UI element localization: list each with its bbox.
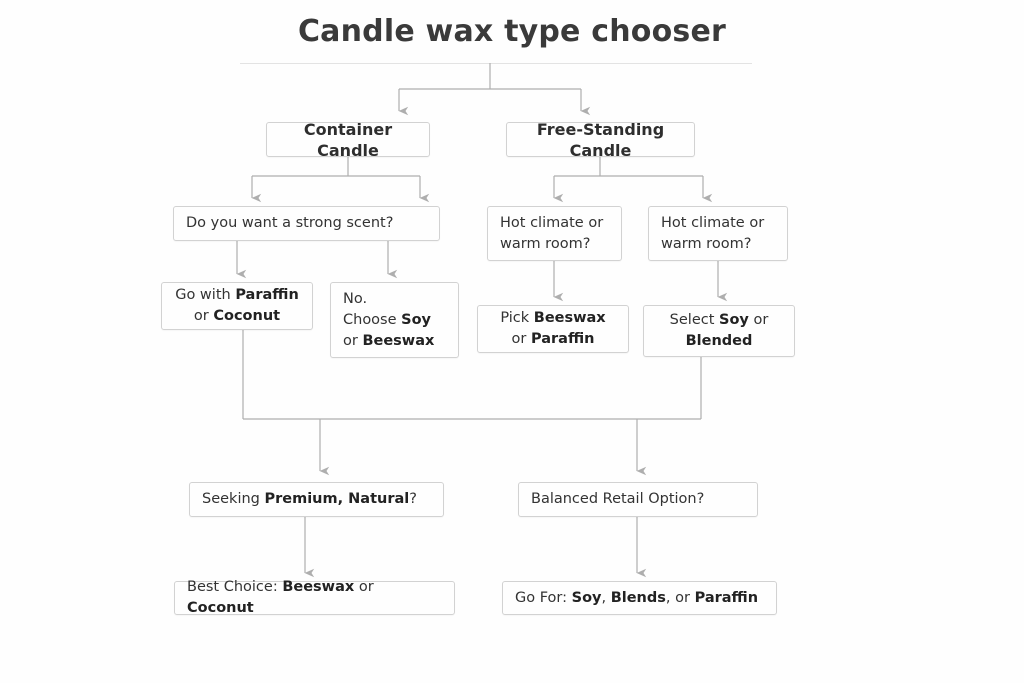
text-fragment: or [511, 331, 531, 347]
text-emphasis: Blends [610, 589, 666, 606]
text-fragment: Go For: [515, 589, 572, 606]
text-emphasis: Paraffin [694, 589, 759, 606]
node-go-for-result[interactable]: Go For: Soy, Blends, or Paraffin [502, 581, 777, 615]
node-label-line1: Pick Beeswax [500, 308, 605, 329]
text-fragment: or [343, 332, 363, 349]
node-label-line2: Choose Soy [343, 310, 431, 331]
text-emphasis: Beeswax [282, 579, 355, 595]
text-emphasis: Beeswax [533, 310, 606, 326]
node-best-choice-result[interactable]: Best Choice: Beeswax or Coconut [174, 579, 455, 616]
text-emphasis: Coconut [187, 600, 254, 616]
node-label-line1: No. [343, 290, 368, 307]
node-container-candle[interactable]: Container Candle [266, 120, 430, 160]
node-premium-natural-question[interactable]: Seeking Premium, Natural? [189, 482, 444, 517]
node-pick-beeswax-paraffin[interactable]: Pick Beeswax or Paraffin [477, 305, 629, 353]
text-fragment: or [748, 312, 769, 328]
text-emphasis: Soy [719, 312, 749, 328]
node-label-line3: or Beeswax [343, 331, 434, 352]
node-label: Container Candle [303, 119, 393, 160]
node-label-line1: Go with Paraffin [175, 285, 299, 306]
node-label-line2: or Coconut [194, 306, 280, 327]
text-emphasis: Soy [401, 311, 432, 328]
node-label: Balanced Retail Option? [531, 491, 705, 507]
node-label-line2: warm room? [661, 235, 752, 252]
text-emphasis: Premium, Natural [264, 491, 410, 507]
title-divider [240, 63, 752, 64]
node-label: Best Choice: Beeswax or Coconut [187, 577, 442, 619]
node-hot-climate-right[interactable]: Hot climate or warm room? [648, 206, 788, 261]
text-emphasis: Blended [685, 333, 753, 349]
node-label-line2: warm room? [500, 235, 591, 252]
node-label: Do you want a strong scent? [186, 215, 394, 231]
text-emphasis: Coconut [213, 308, 281, 324]
node-paraffin-coconut[interactable]: Go with Paraffin or Coconut [161, 282, 313, 330]
node-label: Free-Standing Candle [536, 119, 665, 160]
text-fragment: Choose [343, 311, 402, 328]
text-fragment: Select [669, 312, 720, 328]
node-free-standing-candle[interactable]: Free-Standing Candle [506, 120, 695, 160]
node-label-line1: Hot climate or [500, 214, 604, 231]
text-fragment: , or [665, 589, 695, 606]
text-fragment: Pick [500, 310, 534, 326]
text-emphasis: Soy [571, 589, 602, 606]
node-label: Go For: Soy, Blends, or Paraffin [515, 588, 758, 609]
text-emphasis: Beeswax [362, 332, 435, 349]
node-balanced-retail-question[interactable]: Balanced Retail Option? [518, 482, 758, 517]
text-fragment: Seeking [202, 491, 265, 507]
node-hot-climate-left[interactable]: Hot climate or warm room? [487, 206, 622, 261]
node-label-line1: Hot climate or [661, 214, 765, 231]
text-emphasis: Paraffin [235, 287, 299, 303]
node-label: Seeking Premium, Natural? [202, 489, 417, 510]
text-fragment: , [601, 589, 611, 606]
node-label-line2: or Paraffin [512, 329, 595, 350]
node-no-choose-soy-beeswax[interactable]: No. Choose Soy or Beeswax [330, 282, 459, 358]
page-title: Candle wax type chooser [297, 14, 727, 49]
text-fragment: or [193, 308, 214, 324]
node-label-line2: Blended [686, 331, 753, 352]
text-fragment: ? [409, 491, 417, 507]
node-label-line1: Select Soy or [670, 310, 769, 331]
text-fragment: Best Choice: [187, 579, 283, 595]
text-fragment: Go with [175, 287, 236, 303]
node-select-soy-blended[interactable]: Select Soy or Blended [643, 305, 795, 357]
text-emphasis: Paraffin [531, 331, 595, 347]
text-fragment: or [354, 579, 374, 595]
node-strong-scent-question[interactable]: Do you want a strong scent? [173, 206, 440, 241]
